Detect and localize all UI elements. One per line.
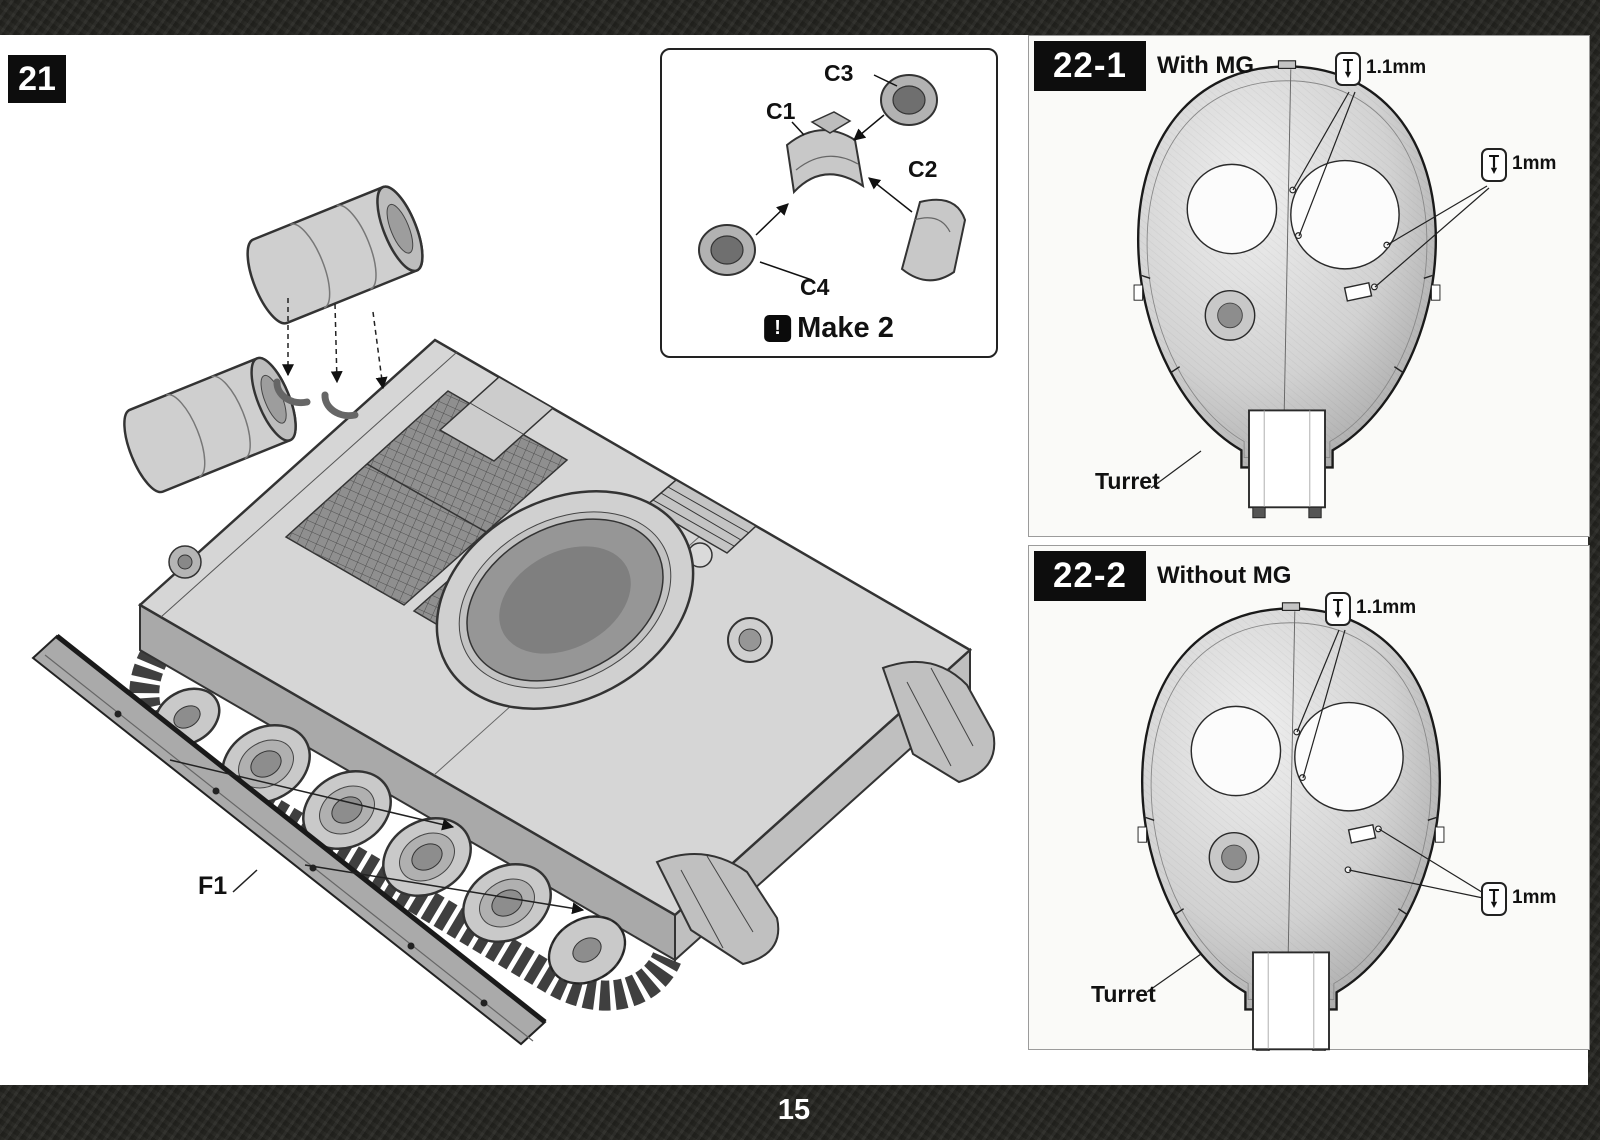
drill-size-label: 1mm bbox=[1512, 153, 1557, 174]
inset-arrows bbox=[755, 74, 913, 281]
turret-rear-opening bbox=[1248, 409, 1326, 509]
turret-ring bbox=[435, 490, 695, 710]
step-22-2-badge: 22-2 bbox=[1034, 551, 1146, 601]
rear-fenders bbox=[655, 660, 996, 966]
step-22-1-badge: 22-1 bbox=[1034, 41, 1146, 91]
turret-without-mg-illustration bbox=[1137, 602, 1486, 1051]
part-c2 bbox=[900, 198, 967, 282]
step-21-badge: 21 bbox=[8, 55, 66, 103]
assembly-arrows-rail bbox=[169, 759, 585, 915]
drill-size-label: 1.1mm bbox=[1366, 57, 1427, 78]
exhaust-parts-diagram bbox=[698, 74, 967, 282]
callout-leader-lines bbox=[1150, 91, 1490, 489]
track-band bbox=[129, 647, 681, 1011]
step-22-1-title: With MG bbox=[1157, 52, 1255, 79]
make2-inset-box: C3 C1 C2 C4 ! Make 2 bbox=[660, 48, 998, 358]
drill-callout-1mm: 1mm bbox=[1481, 148, 1556, 182]
part-c4 bbox=[698, 224, 756, 276]
drill-bit-icon bbox=[1481, 148, 1507, 182]
part-label-f1: F1 bbox=[198, 872, 228, 900]
make2-note-text: Make 2 bbox=[797, 312, 894, 344]
fuel-drum-mounted bbox=[114, 351, 306, 499]
deck-fittings bbox=[168, 376, 773, 663]
step-22-2-number: 22-2 bbox=[1052, 556, 1128, 595]
make2-note: ! Make 2 bbox=[764, 312, 894, 345]
label-c3: C3 bbox=[824, 60, 854, 86]
label-c1: C1 bbox=[766, 98, 796, 124]
part-c1 bbox=[785, 111, 865, 195]
drill-size-label: 1mm bbox=[1512, 887, 1557, 908]
drill-bit-icon bbox=[1325, 592, 1351, 626]
drill-bit-icon bbox=[1335, 52, 1361, 86]
turret-rear-opening bbox=[1252, 951, 1330, 1051]
assembly-arrows-drum bbox=[282, 298, 388, 390]
drill-callout-1-1mm: 1.1mm bbox=[1335, 52, 1426, 86]
callout-leader-lines bbox=[1146, 629, 1486, 993]
step-22-2-title: Without MG bbox=[1157, 562, 1292, 589]
road-wheels bbox=[153, 687, 627, 985]
left-hatch-opening bbox=[1186, 163, 1278, 255]
warning-icon: ! bbox=[764, 315, 792, 342]
step-22-1-number: 22-1 bbox=[1052, 46, 1128, 85]
turret-drawing bbox=[1133, 60, 1441, 519]
label-c2: C2 bbox=[908, 156, 938, 182]
part-c3 bbox=[880, 74, 938, 126]
page-number: 15 bbox=[777, 1094, 811, 1126]
paper: 21 bbox=[0, 35, 1590, 1085]
left-hatch-opening bbox=[1190, 705, 1282, 797]
turret-label: Turret bbox=[1095, 468, 1160, 494]
drill-callout-1-1mm: 1.1mm bbox=[1325, 592, 1416, 626]
step-22-1-panel: 22-1 With MG 1.1mm 1mm Turret bbox=[1028, 35, 1590, 537]
turret-label: Turret bbox=[1091, 981, 1156, 1007]
drill-size-label: 1.1mm bbox=[1356, 597, 1417, 618]
tank-hull-illustration bbox=[31, 179, 996, 1046]
step-22-2-panel: 22-2 Without MG 1.1mm 1mm Turret bbox=[1028, 545, 1590, 1051]
step-21-number: 21 bbox=[18, 59, 56, 98]
drum-straps bbox=[273, 378, 359, 420]
label-c4: C4 bbox=[800, 274, 830, 300]
turret-with-mg-illustration bbox=[1133, 60, 1490, 519]
drill-callout-1mm: 1mm bbox=[1481, 882, 1556, 916]
right-hatch-opening bbox=[1294, 701, 1404, 812]
turret-drawing bbox=[1137, 602, 1445, 1051]
drill-bit-icon bbox=[1481, 882, 1507, 916]
side-skirt-f1 bbox=[31, 634, 547, 1046]
